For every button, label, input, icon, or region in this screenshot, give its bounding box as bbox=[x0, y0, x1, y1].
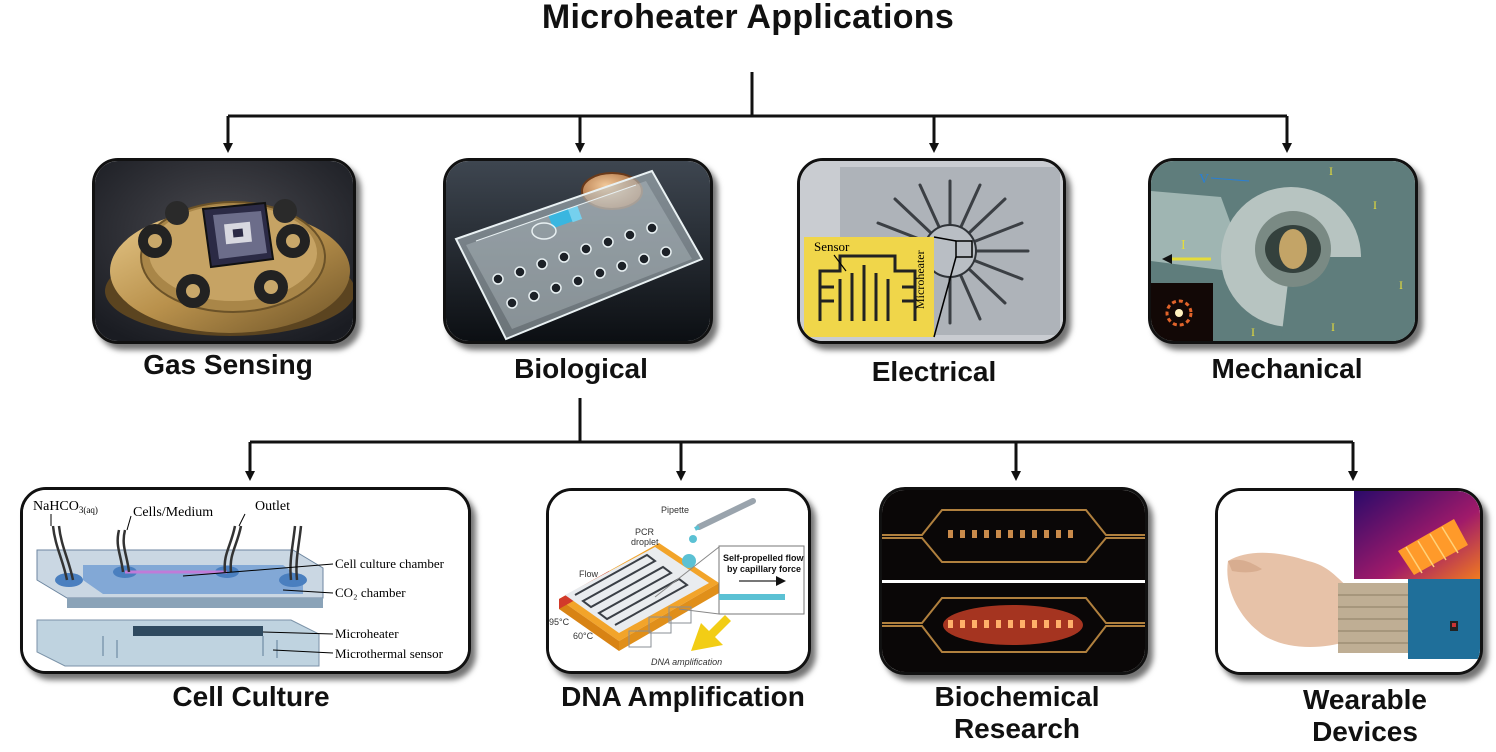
current-label-1: I bbox=[1181, 238, 1186, 253]
current-label-2: I bbox=[1329, 164, 1333, 178]
top-label-mechanical: Mechanical bbox=[1211, 353, 1363, 384]
co2-chamber-label: CO₂ chamber bbox=[335, 585, 406, 600]
microheater-label: Microheater bbox=[335, 626, 399, 641]
voltage-label: V bbox=[1199, 172, 1209, 187]
top-label-gas-sensing: Gas Sensing bbox=[143, 349, 313, 380]
current-label-6: I bbox=[1251, 325, 1255, 339]
biological-image bbox=[443, 158, 713, 344]
outlet-label: Outlet bbox=[255, 499, 290, 514]
flow-label: Flow bbox=[579, 569, 599, 579]
microheater-text: Microheater bbox=[913, 250, 927, 309]
bottom-label-wearable-devices: Wearable Devices bbox=[1228, 684, 1496, 748]
sensor-text: Sensor bbox=[814, 239, 850, 254]
page-title: Microheater Applications bbox=[541, 0, 955, 36]
droplet-label: droplet bbox=[631, 537, 659, 547]
self-propelled-line2: by capillary force bbox=[727, 564, 801, 574]
current-label-4: I bbox=[1399, 278, 1403, 292]
cell-culture-image: NaHCO3(aq) Cells/Medium Outlet Cell cult… bbox=[20, 487, 471, 674]
current-label-3: I bbox=[1373, 198, 1377, 212]
wearable-line1: Wearable bbox=[1303, 684, 1427, 715]
mechanical-image: I V I I I I I bbox=[1148, 158, 1418, 344]
current-label-5: I bbox=[1331, 320, 1335, 334]
dna-amplification-image: Pipette PCR droplet Flow Self-propelled … bbox=[546, 488, 811, 674]
biochemical-line2: Research bbox=[953, 713, 1081, 744]
biochemical-research-image bbox=[879, 487, 1148, 675]
wearable-devices-image bbox=[1215, 488, 1483, 675]
pcr-label: PCR bbox=[635, 527, 655, 537]
bottom-label-dna-amplification: DNA Amplification bbox=[561, 681, 805, 712]
bottom-label-cell-culture: Cell Culture bbox=[172, 681, 330, 712]
top-label-electrical: Electrical bbox=[871, 356, 997, 387]
biochemical-line1: Biochemical bbox=[934, 681, 1100, 712]
inlet-label: NaHCO3(aq) bbox=[33, 499, 98, 515]
wearable-line2: Devices bbox=[1312, 716, 1418, 747]
temp-95-label: 95°C bbox=[549, 617, 570, 627]
culture-chamber-label: Cell culture chamber bbox=[335, 556, 445, 571]
gas-sensing-image bbox=[92, 158, 356, 344]
electrical-image: Sensor Microheater bbox=[797, 158, 1066, 344]
temp-60-label: 60°C bbox=[573, 631, 594, 641]
self-propelled-line1: Self-propelled flow bbox=[723, 553, 805, 563]
dna-amplification-caption: DNA amplification bbox=[651, 657, 722, 667]
top-label-biological: Biological bbox=[514, 353, 648, 384]
cells-medium-label: Cells/Medium bbox=[133, 505, 213, 520]
pipette-label: Pipette bbox=[661, 505, 689, 515]
bottom-label-biochemical-research: Biochemical Research bbox=[880, 681, 1154, 745]
microthermal-sensor-label: Microthermal sensor bbox=[335, 646, 444, 661]
